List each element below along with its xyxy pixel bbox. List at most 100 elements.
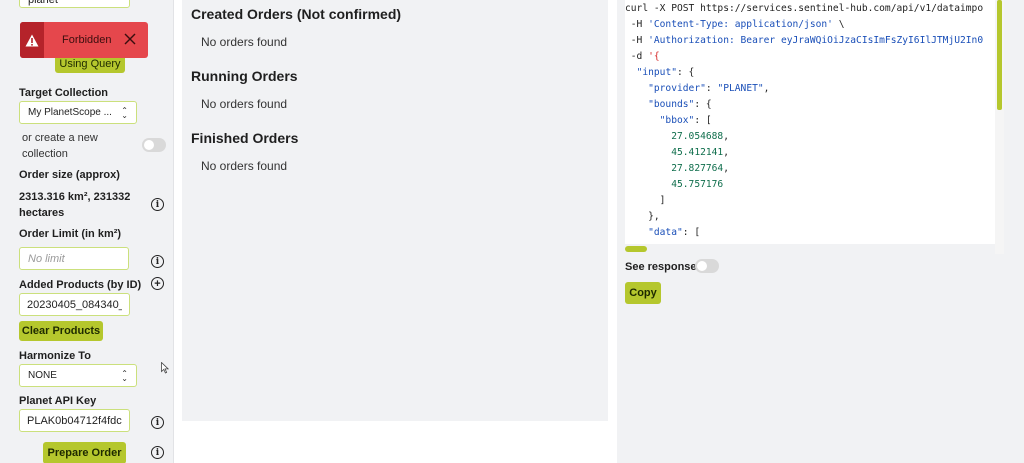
code-token: -d (625, 51, 649, 62)
code-token: -H (625, 19, 649, 30)
code-token: "PLANET" (717, 83, 764, 94)
code-token: 27.054688 (671, 131, 724, 142)
code-token: , (723, 147, 729, 158)
code-token: 'Authorization: Bearer eyJraWQiOiJzaCIsI… (648, 35, 984, 46)
create-collection-toggle[interactable] (142, 138, 166, 152)
code-token (625, 179, 671, 190)
clear-products-button[interactable]: Clear Products (19, 321, 103, 341)
create-collection-label-1: or create a new (22, 132, 98, 144)
chevron-updown-icon: ⌃⌄ (121, 368, 128, 383)
code-token: 27.827764 (671, 163, 724, 174)
code-token: : { (677, 67, 695, 78)
order-limit-placeholder: No limit (28, 252, 65, 265)
provider-field[interactable]: planet (19, 0, 130, 8)
code-token (625, 99, 648, 110)
target-collection-value: My PlanetScope ... (28, 107, 112, 118)
code-line: 45.757176 (625, 177, 995, 193)
code-token: "bbox" (659, 115, 695, 126)
harmonize-value: NONE (28, 370, 57, 381)
harmonize-label: Harmonize To (19, 350, 91, 362)
code-line: "bbox": [ (625, 113, 995, 129)
code-line: "data": [ (625, 225, 995, 241)
code-token: , (763, 83, 770, 94)
finished-orders-title: Finished Orders (191, 130, 299, 146)
code-line: "provider": "PLANET", (625, 81, 995, 97)
chevron-updown-icon: ⌃⌄ (121, 105, 128, 120)
code-token: 45.757176 (671, 179, 724, 190)
see-response-toggle[interactable] (695, 259, 719, 273)
prepare-order-info-icon[interactable]: i (151, 446, 164, 459)
code-vertical-scrolltrack[interactable] (995, 0, 1004, 254)
code-token: : { (694, 99, 712, 110)
code-token (625, 227, 648, 238)
code-line: ] (625, 193, 995, 209)
code-token (625, 83, 648, 94)
created-orders-title: Created Orders (Not confirmed) (191, 6, 402, 22)
order-form-panel: planet Using Query Target Collection My … (0, 0, 174, 463)
running-orders-empty: No orders found (201, 97, 288, 111)
code-line: 45.412141, (625, 145, 995, 161)
order-size-value-line1: 2313.316 km², 231332 (19, 191, 131, 203)
code-line: -d '{ (625, 49, 995, 65)
using-query-button[interactable]: Using Query (55, 55, 125, 73)
code-token: '{ (648, 51, 660, 62)
order-size-value-line2: hectares (19, 207, 65, 219)
code-token: ] (625, 195, 666, 206)
code-vertical-scrollbar[interactable] (997, 0, 1002, 110)
code-line: 27.827764, (625, 161, 995, 177)
code-token: -H (625, 35, 649, 46)
close-icon[interactable] (122, 31, 138, 47)
code-token: 45.412141 (671, 147, 724, 158)
added-products-value: 20230405_084340_ (27, 298, 122, 311)
see-response-label: See response (625, 261, 697, 273)
running-orders-title: Running Orders (191, 68, 298, 84)
api-key-info-icon[interactable]: i (151, 416, 164, 429)
order-limit-input[interactable]: No limit (19, 247, 129, 270)
code-token: "input" (636, 67, 677, 78)
order-size-label: Order size (approx) (19, 169, 120, 181)
code-token: "data" (648, 227, 683, 238)
curl-code-block[interactable]: curl -X POST https://services.sentinel-h… (625, 0, 995, 244)
add-product-plus-icon[interactable]: + (151, 277, 164, 290)
added-products-input[interactable]: 20230405_084340_ (19, 293, 130, 316)
finished-orders-empty: No orders found (201, 159, 288, 173)
code-token: : [ (682, 227, 701, 238)
code-token (625, 67, 637, 78)
target-collection-select[interactable]: My PlanetScope ... ⌃⌄ (19, 101, 137, 124)
orders-panel: Created Orders (Not confirmed) No orders… (182, 0, 608, 421)
code-token: 'Content-Type: application/json' (648, 19, 833, 30)
order-limit-info-icon[interactable]: i (151, 255, 164, 268)
created-orders-empty: No orders found (201, 35, 288, 49)
code-token: curl -X POST https://services.sentinel-h… (625, 3, 984, 14)
target-collection-label: Target Collection (19, 87, 109, 99)
code-token: : (705, 83, 718, 94)
prepare-order-button[interactable]: Prepare Order (43, 442, 126, 463)
order-size-info-icon[interactable]: i (151, 198, 164, 211)
code-token: , (723, 131, 729, 142)
warning-icon (20, 22, 44, 58)
create-collection-label-2: collection (22, 148, 68, 160)
harmonize-select[interactable]: NONE ⌃⌄ (19, 364, 137, 387)
mouse-cursor-icon (161, 362, 169, 374)
code-token: }, (625, 211, 660, 222)
code-line: -H 'Content-Type: application/json' \ (625, 17, 995, 33)
api-key-value: PLAK0b04712f4fdc (27, 414, 122, 427)
code-token: "provider" (648, 83, 706, 94)
copy-button[interactable]: Copy (625, 282, 661, 304)
code-line: "bounds": { (625, 97, 995, 113)
code-token (625, 147, 671, 158)
order-limit-label: Order Limit (in km²) (19, 228, 122, 240)
code-token: "bounds" (648, 99, 695, 110)
code-token (625, 131, 671, 142)
code-token (625, 115, 660, 126)
code-horizontal-scrollbar[interactable] (625, 246, 647, 252)
toast-message: Forbidden (62, 34, 112, 46)
api-key-input[interactable]: PLAK0b04712f4fdc (19, 409, 130, 432)
provider-value: planet (28, 0, 58, 6)
added-products-label: Added Products (by ID) (19, 279, 142, 291)
code-token (625, 163, 671, 174)
code-line: 27.054688, (625, 129, 995, 145)
code-token: : [ (694, 115, 712, 126)
error-toast: Forbidden (20, 22, 148, 58)
